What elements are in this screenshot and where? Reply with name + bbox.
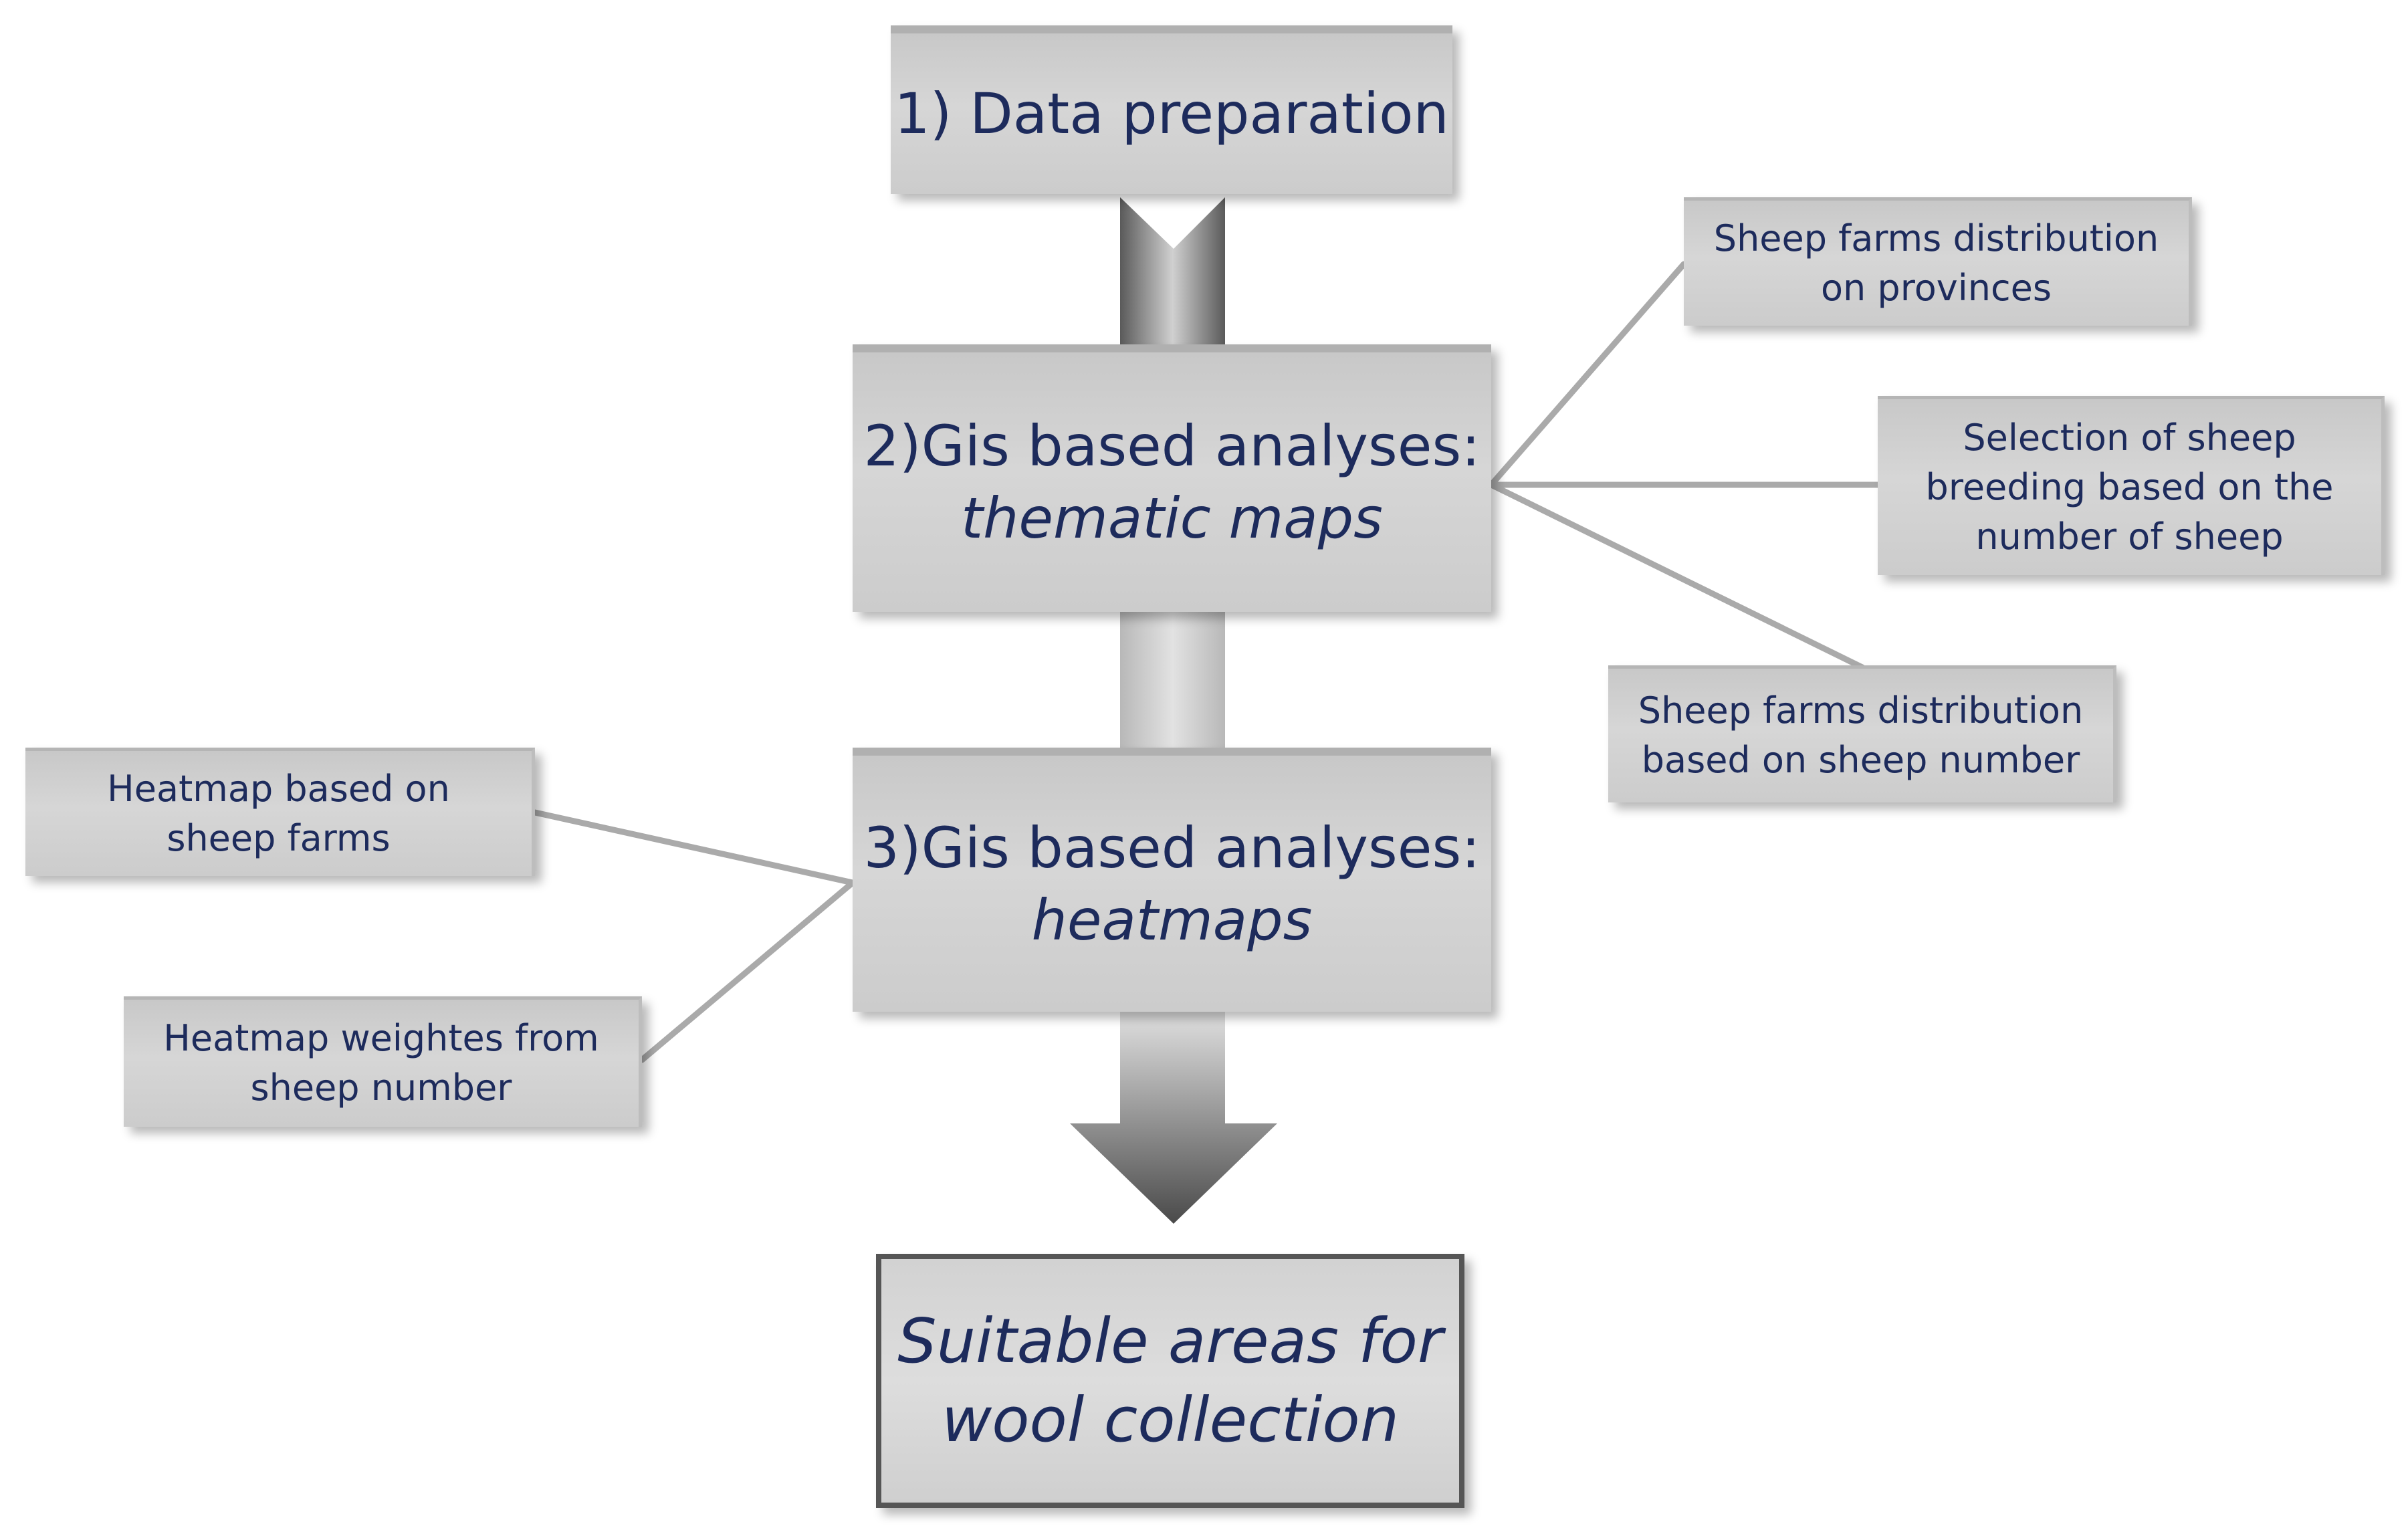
step-thematic-maps: 2)Gis based analyses: thematic maps — [853, 344, 1491, 612]
connector-line-heatmap-2 — [639, 879, 856, 1063]
thematic-3-line-2: based on sheep number — [1641, 739, 2080, 781]
result-suitable-areas: Suitable areas for wool collection — [876, 1254, 1464, 1508]
thematic-2-line-3: number of sheep — [1975, 515, 2284, 558]
result-line-2: wool collection — [941, 1384, 1400, 1456]
step-data-preparation: 1) Data preparation — [891, 25, 1452, 194]
chevron-arrow-step1-step2 — [1120, 197, 1225, 351]
step-3-subtitle: heatmaps — [1031, 887, 1313, 953]
thematic-output-provinces: Sheep farms distribution on provinces — [1684, 197, 2192, 326]
step-3-title: 3)Gis based analyses: — [863, 814, 1481, 881]
thematic-1-line-1: Sheep farms distribution — [1713, 217, 2159, 259]
thematic-3-line-1: Sheep farms distribution — [1638, 689, 2084, 732]
thematic-2-line-1: Selection of sheep — [1963, 416, 2296, 459]
thematic-2-line-2: breeding based on the — [1925, 465, 2334, 508]
heatmap-1-line-1: Heatmap based on — [107, 767, 450, 810]
step-1-label: 1) Data preparation — [894, 81, 1449, 146]
connector-line-thematic-3 — [1488, 481, 1866, 671]
heatmap-2-line-2: sheep number — [250, 1067, 512, 1109]
step-heatmaps: 3)Gis based analyses: heatmaps — [853, 748, 1491, 1012]
connector-line-heatmap-1 — [532, 809, 856, 886]
heatmap-1-line-2: sheep farms — [167, 816, 391, 859]
chevron-notch — [1120, 197, 1225, 249]
bar-connector-step2-step3 — [1120, 612, 1225, 749]
step-2-title: 2)Gis based analyses: — [863, 413, 1481, 479]
thematic-output-selection: Selection of sheep breeding based on the… — [1878, 396, 2385, 575]
heatmap-output-weighted: Heatmap weightes from sheep number — [124, 996, 642, 1127]
thematic-1-line-2: on provinces — [1821, 266, 2052, 309]
heatmap-2-line-1: Heatmap weightes from — [163, 1017, 599, 1059]
result-line-1: Suitable areas for — [897, 1305, 1443, 1377]
heatmap-output-farms: Heatmap based on sheep farms — [25, 748, 535, 876]
connector-line-thematic-1 — [1488, 261, 1687, 488]
thematic-output-sheep-number: Sheep farms distribution based on sheep … — [1608, 665, 2116, 802]
down-arrow-shaft-left-fix — [1063, 1012, 1120, 1123]
step-2-subtitle: thematic maps — [961, 485, 1383, 551]
